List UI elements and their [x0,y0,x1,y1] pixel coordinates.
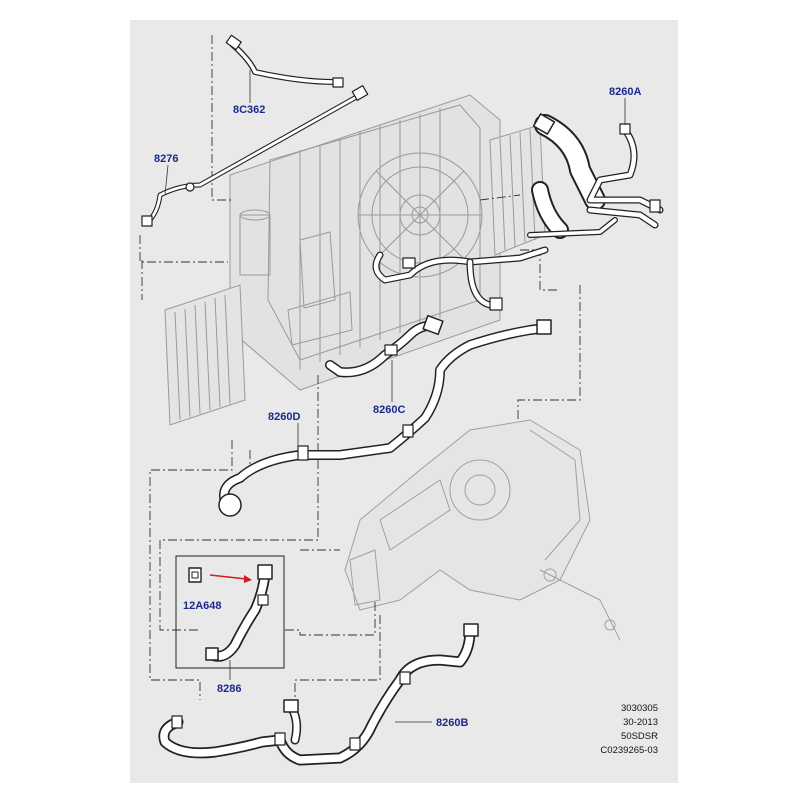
engine-block [344,419,621,641]
hose-8260b [158,623,479,766]
callout-8276: 8276 [154,153,179,165]
hose-8276 [141,85,369,227]
hose-8260c [325,314,444,378]
callout-8260a: 8260A [609,86,642,98]
hose-8286 [205,564,273,662]
callout-8c362: 8C362 [233,104,266,116]
hose-8260d [218,319,552,517]
reference-line-2: 30-2013 [623,717,658,728]
reference-line-4: C0239265-03 [600,745,658,756]
callout-8260b: 8260B [436,717,469,729]
hose-8c362 [225,34,344,88]
callout-8260c: 8260C [373,404,406,416]
radiator-assembly [229,94,501,391]
red-arrow-icon [209,574,252,583]
callout-8260d: 8260D [268,411,301,423]
charge-air-cooler [164,284,246,426]
leader-lines [139,35,581,700]
hose-set [141,34,664,766]
callout-pointers [164,70,626,723]
hose-8260a [372,113,664,311]
reference-line-3: 50SDSR [621,731,658,742]
clip-12a648 [188,567,202,583]
callout-8286: 8286 [217,683,242,695]
reference-line-1: 3030305 [621,703,658,714]
reference-block: 3030305 30-2013 50SDSR C0239265-03 [578,702,658,758]
callout-12a648: 12A648 [183,600,222,612]
